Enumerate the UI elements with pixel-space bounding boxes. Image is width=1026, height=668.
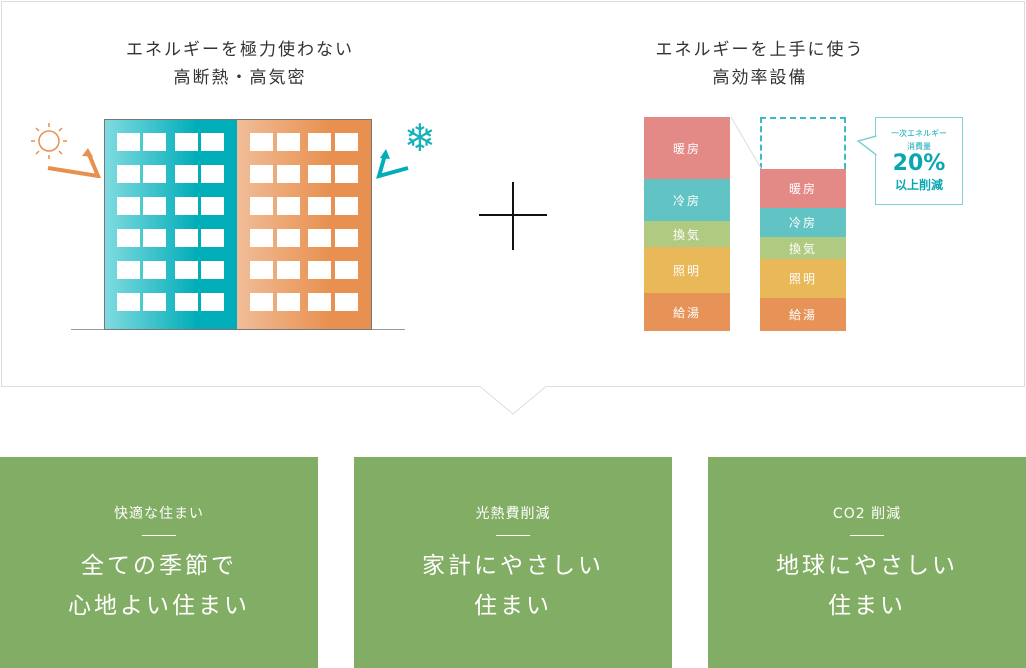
window [277,229,300,247]
card-divider [496,535,530,536]
bar-segment: 換気 [760,237,846,259]
callout-line1: 一次エネルギー [891,129,947,138]
window [175,261,198,279]
card-divider [850,535,884,536]
window [250,133,273,151]
window [277,165,300,183]
card-subtitle: 快適な住まい [114,506,204,522]
window [335,133,358,151]
sun-icon [31,123,101,178]
bar-segment: 暖房 [760,169,846,208]
window [250,261,273,279]
window [308,229,331,247]
window [277,293,300,311]
window [175,229,198,247]
window [250,165,273,183]
card-subtitle: 光熱費削減 [475,506,551,522]
snowflake-icon: ❄ [404,116,436,160]
right-title: エネルギーを上手に使う 高効率設備 [600,36,920,92]
window [277,197,300,215]
window [335,197,358,215]
window [143,261,166,279]
callout-line3: 以上削減 [894,178,943,192]
right-title-line1: エネルギーを上手に使う [655,40,865,60]
window [277,133,300,151]
window [143,229,166,247]
window [308,197,331,215]
window [117,197,140,215]
bar-segment: 冷房 [760,208,846,237]
card-main-line1: 家計にやさしい [422,553,604,579]
window [143,165,166,183]
card-main-line2: 心地よい住まい [68,593,250,619]
window [143,293,166,311]
window [201,165,224,183]
window [117,165,140,183]
window [117,229,140,247]
bar-segment: 照明 [644,247,730,293]
window [201,197,224,215]
callout-pointer [857,135,877,156]
window [201,133,224,151]
plus-vertical [512,182,514,250]
window [201,293,224,311]
window [308,293,331,311]
bar-segment: 照明 [760,259,846,298]
card-co2: CO2 削減 地球にやさしい 住まい [708,457,1026,668]
left-title: エネルギーを極力使わない 高断熱・高気密 [60,36,420,92]
window [175,197,198,215]
window [175,293,198,311]
card-main-line2: 住まい [474,593,552,619]
card-divider [142,535,176,536]
window [250,293,273,311]
window [201,229,224,247]
right-title-line2: 高効率設備 [712,68,808,88]
window [335,165,358,183]
window [277,261,300,279]
window [335,261,358,279]
card-cost: 光熱費削減 家計にやさしい 住まい [354,457,672,668]
bar-segment: 給湯 [644,293,730,331]
window [335,293,358,311]
bar-segment: 冷房 [644,179,730,221]
bar-segment: 換気 [644,221,730,247]
card-main-line2: 住まい [828,593,906,619]
reduction-callout: 一次エネルギー 消費量 20% 以上削減 [875,117,963,205]
window [308,133,331,151]
window [117,293,140,311]
callout-value: 20% [892,151,946,176]
window [250,197,273,215]
window [250,229,273,247]
window [308,261,331,279]
window [335,229,358,247]
left-title-line2: 高断熱・高気密 [173,68,307,88]
bar-segment: 暖房 [644,117,730,179]
card-main-line1: 全ての季節で [81,553,237,579]
window [143,133,166,151]
card-subtitle: CO2 削減 [832,506,902,522]
window [175,165,198,183]
window [175,133,198,151]
window [117,133,140,151]
bar-segment: 給湯 [760,298,846,331]
card-comfort: 快適な住まい 全ての季節で 心地よい住まい [0,457,318,668]
window [201,261,224,279]
card-main-line1: 地球にやさしい [776,553,958,579]
left-title-line1: エネルギーを極力使わない [126,40,354,60]
callout-line2: 消費量 [907,142,931,151]
window [117,261,140,279]
reduction-dashed-box [760,117,846,169]
connector-line [730,116,763,171]
window [308,165,331,183]
arrow-cold-icon [376,149,409,179]
window [143,197,166,215]
